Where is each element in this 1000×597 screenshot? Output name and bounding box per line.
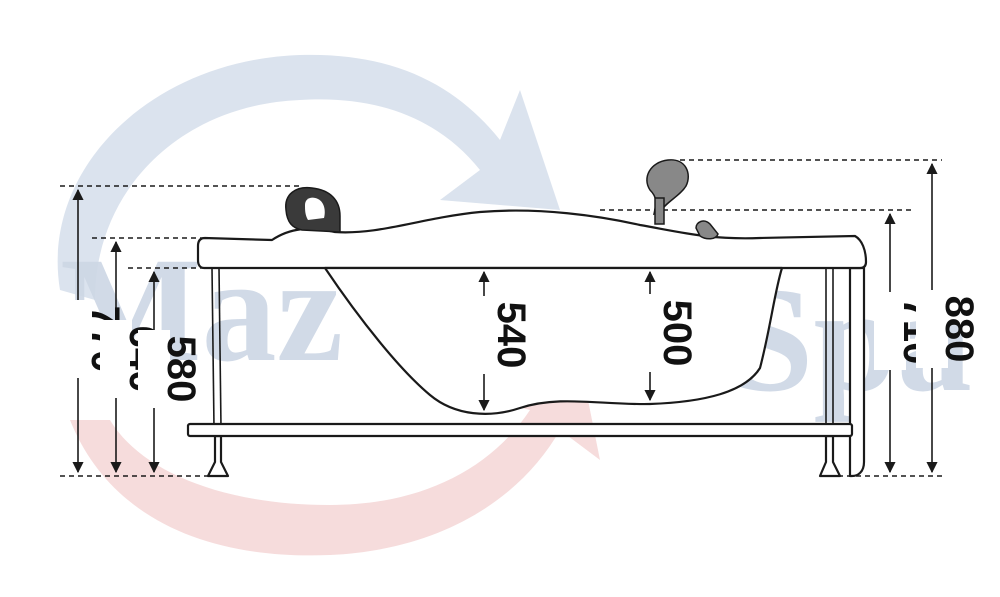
leg-left [206,434,230,478]
watermark-blue-swoosh [57,54,561,300]
label-500: 500 [655,300,699,367]
frame-post-left-outer [211,267,215,429]
label-540: 540 [489,302,533,369]
faucet-handle [695,220,719,240]
base-bar [186,422,854,438]
headrest-hole [305,197,325,220]
hand-shower-stem [654,197,665,225]
leg-right [818,434,842,478]
skirt-panel-right [848,266,866,478]
frame-post-left-inner [218,267,222,429]
dimension-labels: 770 640 580 540 500 710 880 [62,290,981,408]
label-580: 580 [159,336,203,403]
label-880: 880 [937,296,981,363]
bathtub [186,209,868,478]
accessories [285,159,719,240]
watermark-red-swoosh [70,360,600,556]
tub-basin [323,266,784,415]
hand-shower-head [646,159,689,216]
